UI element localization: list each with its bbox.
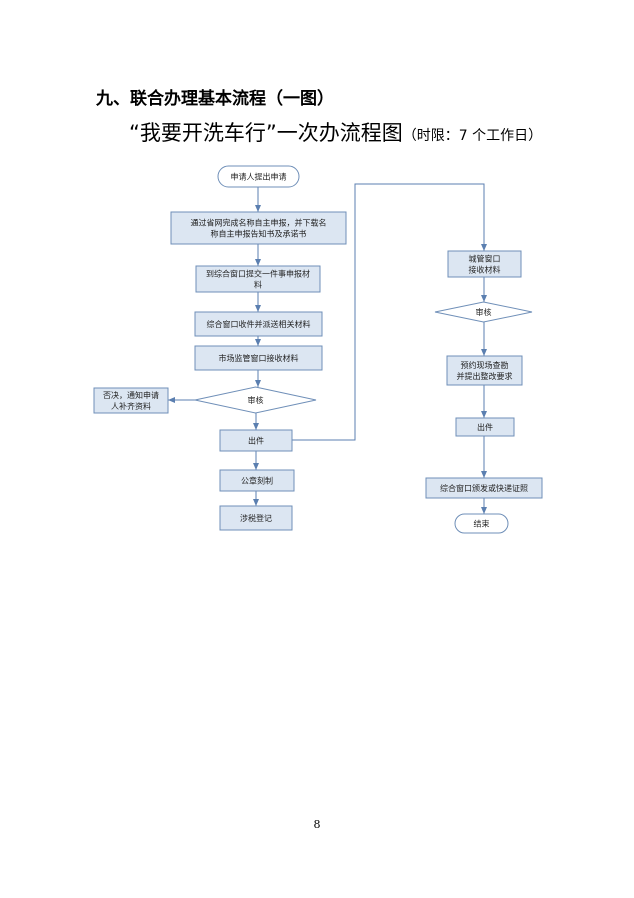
section-heading: 九、联合办理基本流程（一图） — [96, 89, 334, 109]
flow-node-label: 到综合窗口提交一件事申报材 — [206, 269, 310, 279]
flow-node-shape — [170, 211, 347, 245]
flow-node-market-receive: 市场监管窗口接收材料 — [194, 345, 323, 371]
flow-node-shape — [446, 355, 523, 386]
flow-node-end: 结束 — [454, 513, 509, 534]
flow-node-label: 申请人提出申请 — [231, 172, 287, 182]
flow-node-shape — [434, 301, 533, 323]
flow-node-label: 料 — [254, 280, 262, 290]
flow-node-shape — [219, 429, 293, 452]
flow-node-review-1: 审核 — [194, 386, 317, 414]
flow-node-label: 否决，通知申请 — [103, 390, 159, 400]
flow-node-label: 预约现场查勘 — [461, 360, 509, 370]
flow-node-apply: 申请人提出申请 — [217, 165, 300, 188]
flow-node-label: 出件 — [248, 436, 264, 446]
flow-node-label: 审核 — [248, 395, 264, 405]
flow-node-label: 公章刻制 — [241, 476, 273, 486]
flow-node-shape — [425, 477, 543, 499]
flow-node-shape — [217, 165, 300, 188]
flow-node-tax: 涉税登记 — [219, 505, 293, 531]
flow-node-certificate: 综合窗口颁发或快递证照 — [425, 477, 543, 499]
flow-node-issue-1: 出件 — [219, 429, 293, 452]
flow-node-label: 接收材料 — [469, 265, 501, 275]
flow-node-review-2: 审核 — [434, 301, 533, 323]
flow-node-issue-2: 出件 — [455, 417, 515, 437]
flow-node-shape — [219, 505, 293, 531]
flow-node-shape — [93, 387, 169, 414]
flow-node-seal: 公章刻制 — [219, 469, 295, 492]
flowchart-title: “我要开洗车行”一次办流程图（时限：7 个工作日） — [129, 117, 542, 147]
flow-node-shape — [194, 345, 323, 371]
flow-node-shape — [195, 265, 321, 293]
flow-node-label: 涉税登记 — [240, 513, 272, 523]
flowchart-title-main: “我要开洗车行”一次办流程图 — [129, 121, 403, 145]
flow-node-label: 称自主申报告知书及承诺书 — [211, 229, 307, 239]
flow-node-shape — [219, 469, 295, 492]
flow-arrow — [292, 183, 487, 441]
flow-node-label: 人补齐资料 — [111, 401, 151, 411]
flow-node-label: 城管窗口 — [469, 254, 501, 264]
flow-node-shape — [455, 417, 515, 437]
flow-nodes: 申请人提出申请通过省网完成名称自主申报，并下载名称自主申报告知书及承诺书到综合窗… — [93, 165, 543, 534]
flow-node-receive-dispatch: 综合窗口收件并派送相关材料 — [194, 311, 323, 337]
flow-node-shape — [194, 311, 323, 337]
flow-node-label: 并提出整改要求 — [457, 371, 513, 381]
flow-node-shape — [447, 250, 522, 278]
flow-node-label: 综合窗口颁发或快递证照 — [440, 483, 528, 493]
flow-node-label: 出件 — [477, 422, 493, 432]
flow-node-label: 市场监管窗口接收材料 — [219, 353, 299, 363]
page-number: 8 — [313, 818, 321, 831]
flow-node-label: 审核 — [476, 307, 492, 317]
flow-connectors — [168, 183, 487, 514]
flow-node-label: 综合窗口收件并派送相关材料 — [207, 319, 311, 329]
flow-node-shape — [194, 386, 317, 414]
flow-node-shape — [454, 513, 509, 534]
flow-node-label: 结束 — [474, 519, 490, 529]
flow-node-label: 通过省网完成名称自主申报，并下载名 — [191, 218, 327, 228]
time-limit-note: （时限：7 个工作日） — [402, 128, 543, 144]
